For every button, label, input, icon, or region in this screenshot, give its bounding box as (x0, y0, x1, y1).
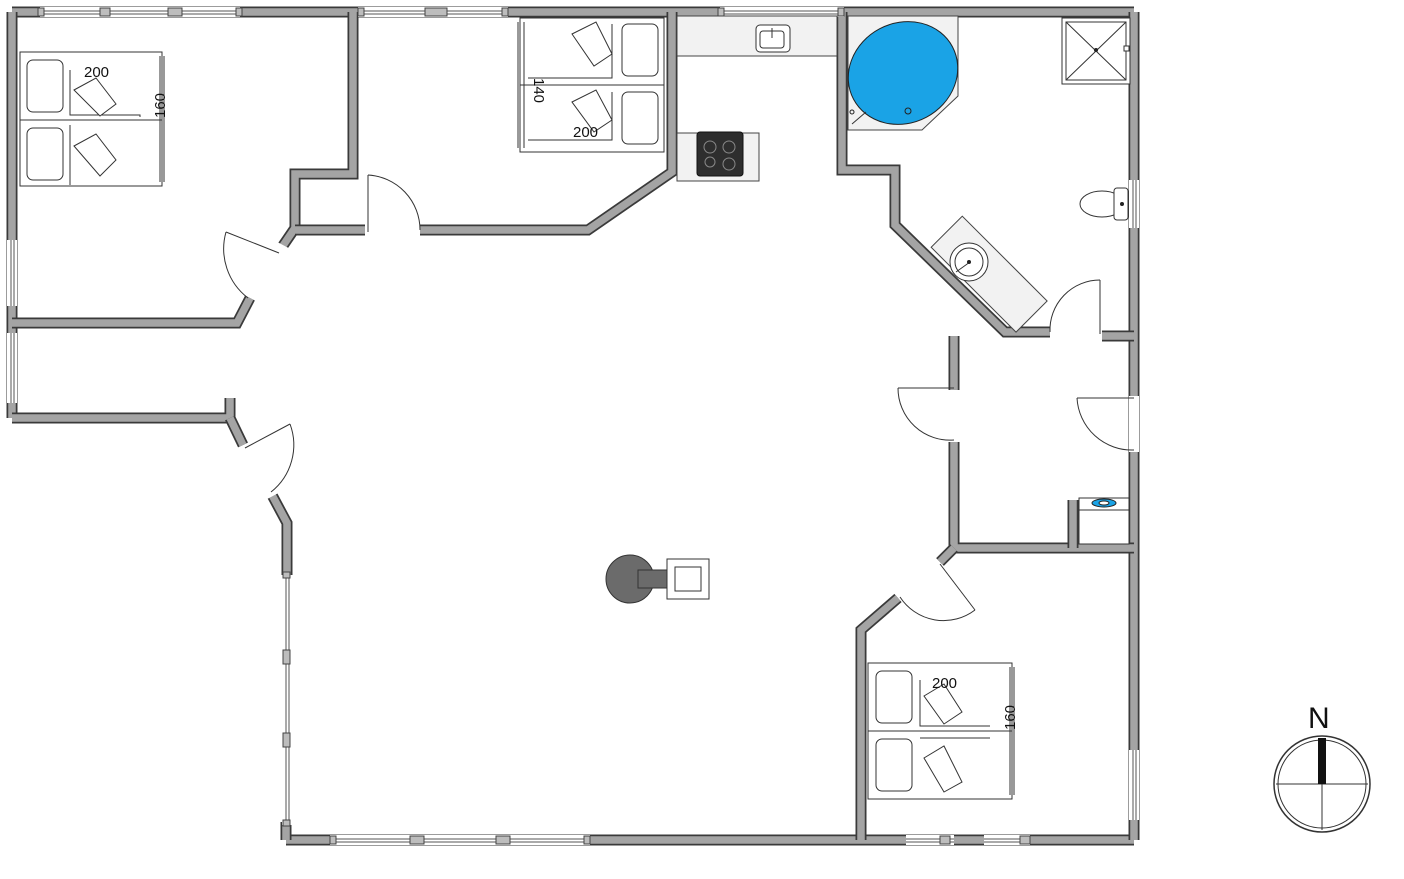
compass: N (1273, 702, 1371, 833)
utility-room (1078, 497, 1130, 545)
bed-nw-length: 200 (84, 64, 109, 81)
bed-n-length: 200 (573, 124, 598, 141)
bed-se-length: 200 (932, 675, 957, 692)
bed-nw-width: 160 (152, 93, 169, 118)
cooktop (696, 131, 744, 177)
bathroom (847, 15, 1131, 333)
bed-se-width: 160 (1002, 705, 1019, 730)
compass-north-label: N (1308, 702, 1330, 735)
doors (223, 174, 1139, 622)
spa-tub (847, 21, 959, 125)
bed-n-width: 140 (530, 78, 547, 103)
wood-stove (605, 554, 710, 604)
walls (6, 6, 1140, 846)
compass-needle-icon (1318, 738, 1326, 784)
bed-n: 140 200 (517, 17, 665, 153)
bed-nw: 200 160 (19, 51, 169, 187)
kitchen (676, 15, 838, 182)
windows (7, 7, 1139, 845)
bed-se: 200 160 (867, 662, 1019, 800)
